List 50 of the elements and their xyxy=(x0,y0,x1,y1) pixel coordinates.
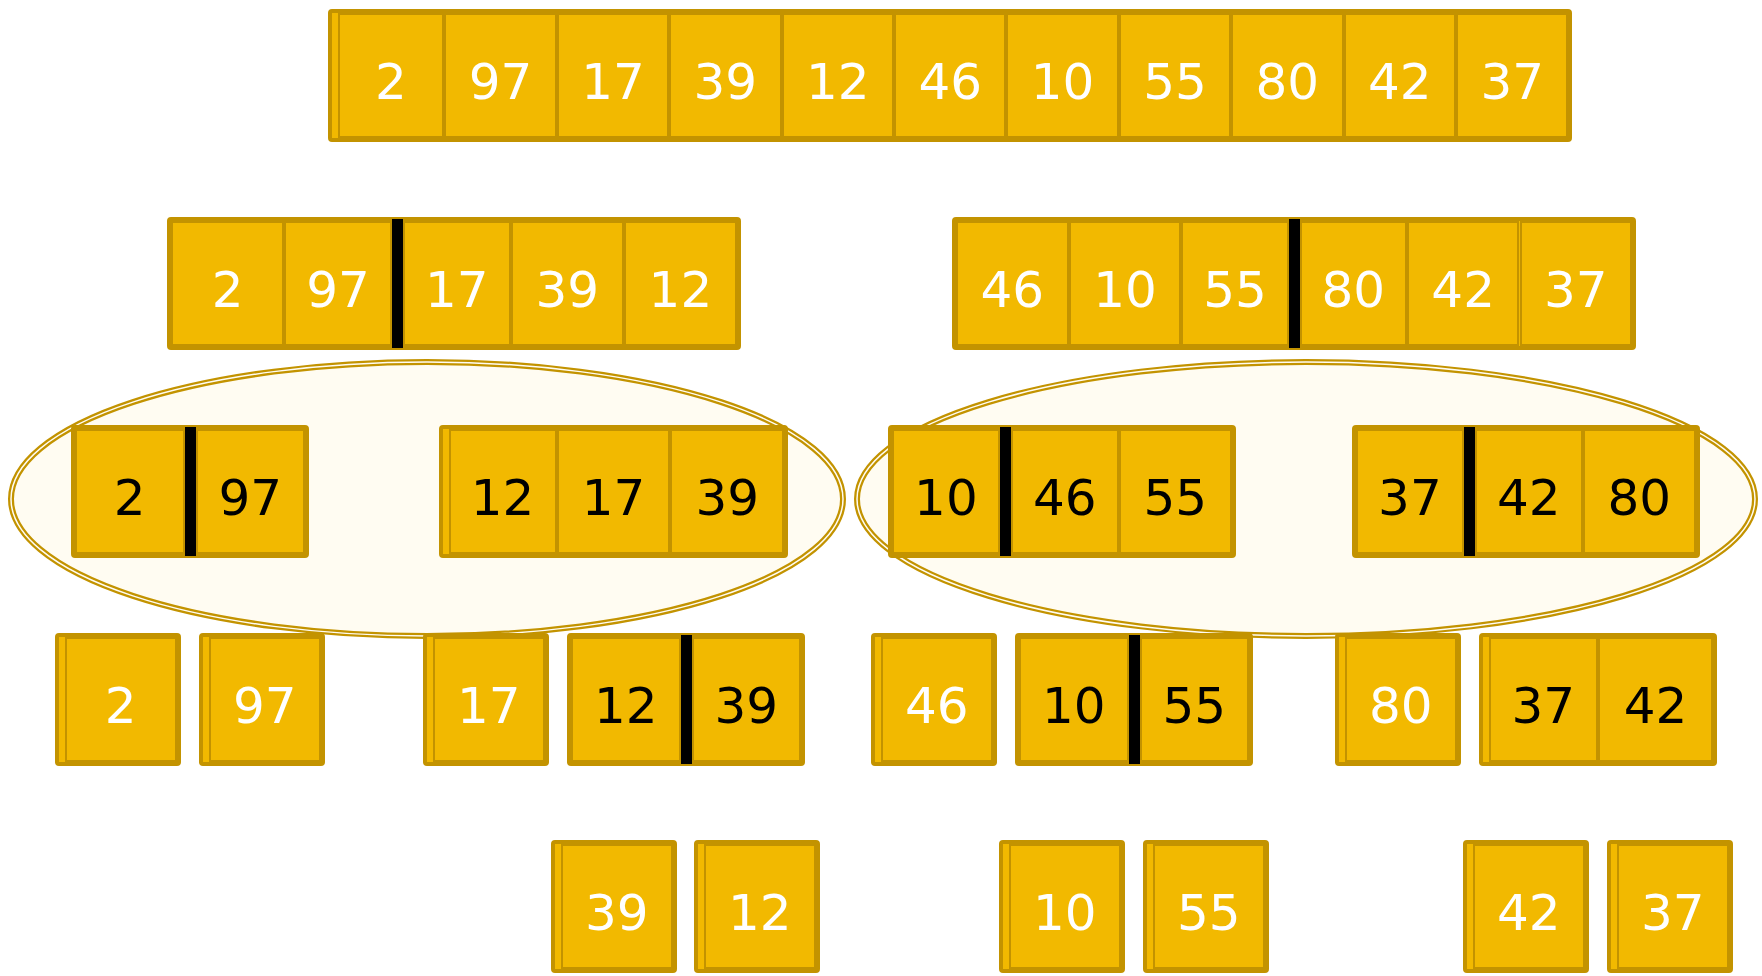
number-box: 39 xyxy=(691,637,801,762)
number-box: 17 xyxy=(402,221,511,346)
number-box: 37 xyxy=(1616,844,1729,969)
number-box: 80 xyxy=(1299,221,1407,346)
number-box: 42 xyxy=(1406,221,1520,346)
number-box: 39 xyxy=(669,13,782,138)
number-box: 80 xyxy=(1344,637,1457,762)
number-box: 12 xyxy=(571,637,681,762)
number-box: 46 xyxy=(894,13,1007,138)
number-box: 2 xyxy=(75,429,185,554)
number-box: 39 xyxy=(670,429,785,554)
number-box: 17 xyxy=(556,13,670,138)
number-box: 17 xyxy=(432,637,545,762)
number-box: 97 xyxy=(284,221,392,346)
number-box: 46 xyxy=(1010,429,1119,554)
number-box: 55 xyxy=(1118,13,1232,138)
number-box: 46 xyxy=(956,221,1069,346)
number-box: 42 xyxy=(1598,637,1713,762)
number-box: 37 xyxy=(1456,13,1569,138)
number-box: 97 xyxy=(444,13,557,138)
number-box: 17 xyxy=(556,429,671,554)
number-box: 80 xyxy=(1231,13,1344,138)
number-box: 39 xyxy=(560,844,673,969)
number-box: 10 xyxy=(1008,844,1121,969)
number-box: 42 xyxy=(1472,844,1585,969)
number-box: 55 xyxy=(1181,221,1289,346)
number-box: 97 xyxy=(208,637,321,762)
number-box: 39 xyxy=(510,221,624,346)
number-box: 10 xyxy=(1068,221,1182,346)
number-box: 97 xyxy=(195,429,305,554)
number-box: 46 xyxy=(880,637,993,762)
number-box: 12 xyxy=(448,429,557,554)
number-box: 55 xyxy=(1118,429,1232,554)
number-box: 12 xyxy=(781,13,894,138)
number-box: 10 xyxy=(1006,13,1119,138)
number-box: 55 xyxy=(1152,844,1265,969)
number-box: 2 xyxy=(171,221,285,346)
number-box: 12 xyxy=(703,844,816,969)
number-box: 10 xyxy=(892,429,1000,554)
number-box: 42 xyxy=(1474,429,1583,554)
number-box: 2 xyxy=(337,13,445,138)
number-box: 55 xyxy=(1139,637,1249,762)
number-box: 37 xyxy=(1488,637,1598,762)
number-box: 10 xyxy=(1019,637,1129,762)
number-box: 37 xyxy=(1519,221,1633,346)
number-box: 12 xyxy=(623,221,737,346)
number-box: 2 xyxy=(64,637,177,762)
number-box: 42 xyxy=(1343,13,1456,138)
number-box: 80 xyxy=(1582,429,1696,554)
number-box: 37 xyxy=(1356,429,1464,554)
